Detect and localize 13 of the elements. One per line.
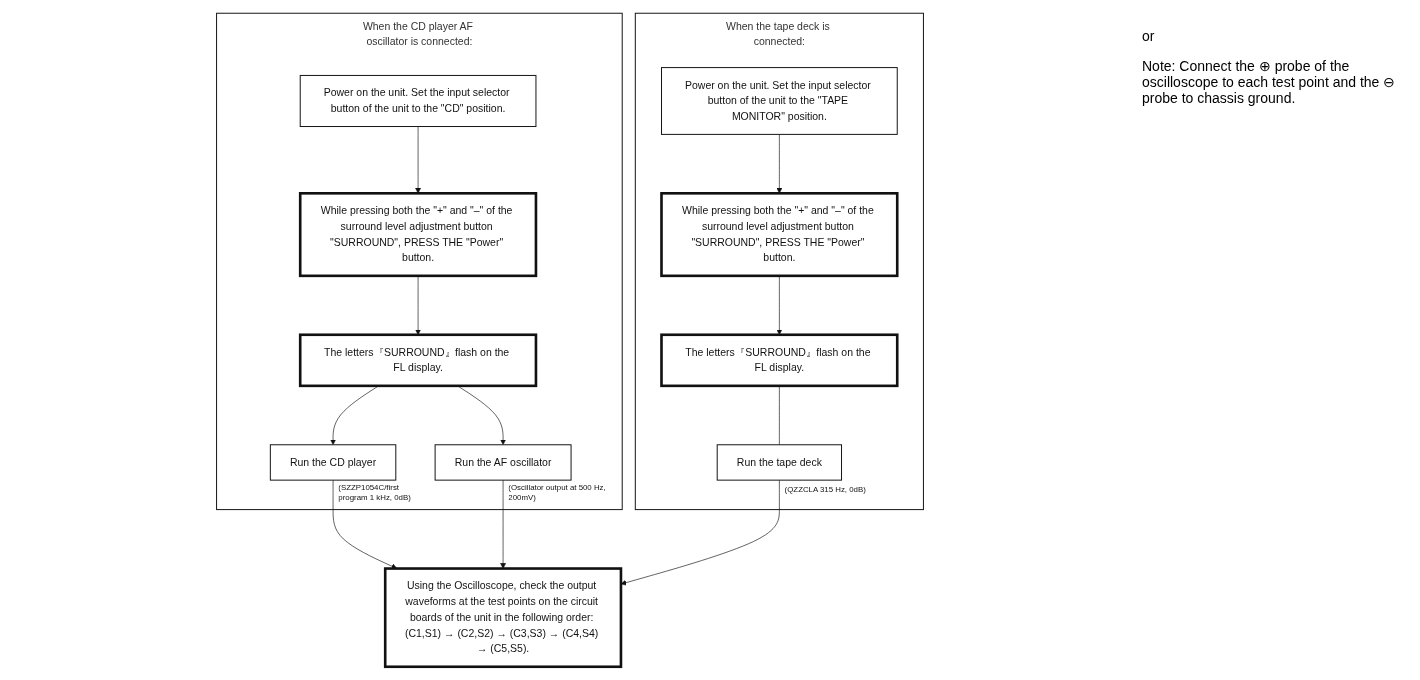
- node-box: While pressing both the "+" and "–" of the surround level adjustment button "SURROUND", PRESS THE "Power" button.: [660, 192, 899, 278]
- node-box: Power on the unit. Set the input selector button of the unit to the "CD" position.: [299, 74, 537, 127]
- connector: [779, 385, 780, 446]
- node-box: While pressing both the "+" and "–" of the surround level adjustment button "SURROUND", PRESS THE "Power" button.: [298, 192, 538, 278]
- note-text: or: [1142, 28, 1156, 44]
- node-box: The letters『SURROUND』flash on the FL display.: [298, 333, 538, 388]
- node-box: Power on the unit. Set the input selector button of the unit to the "TAPE MONITOR" position.: [661, 67, 898, 135]
- node-box: Using the Oscilloscope, check the output waveforms at the test points on the circuit boards of the unit in the following order: (C1,S1) → (C2,S2) → (C3,S3) → (C4,S4) → (C5,S5).: [383, 567, 623, 669]
- note-text: Note: Connect the ⊕ probe of the oscilloscope to each test point and the ⊖ probe to chassis ground.: [1142, 58, 1397, 106]
- node-box: Run the CD player: [269, 444, 397, 481]
- node-box: Run the AF oscillator: [434, 444, 572, 481]
- node-box: The letters『SURROUND』flash on the FL display.: [660, 333, 899, 388]
- node-box: Run the tape deck: [716, 444, 842, 481]
